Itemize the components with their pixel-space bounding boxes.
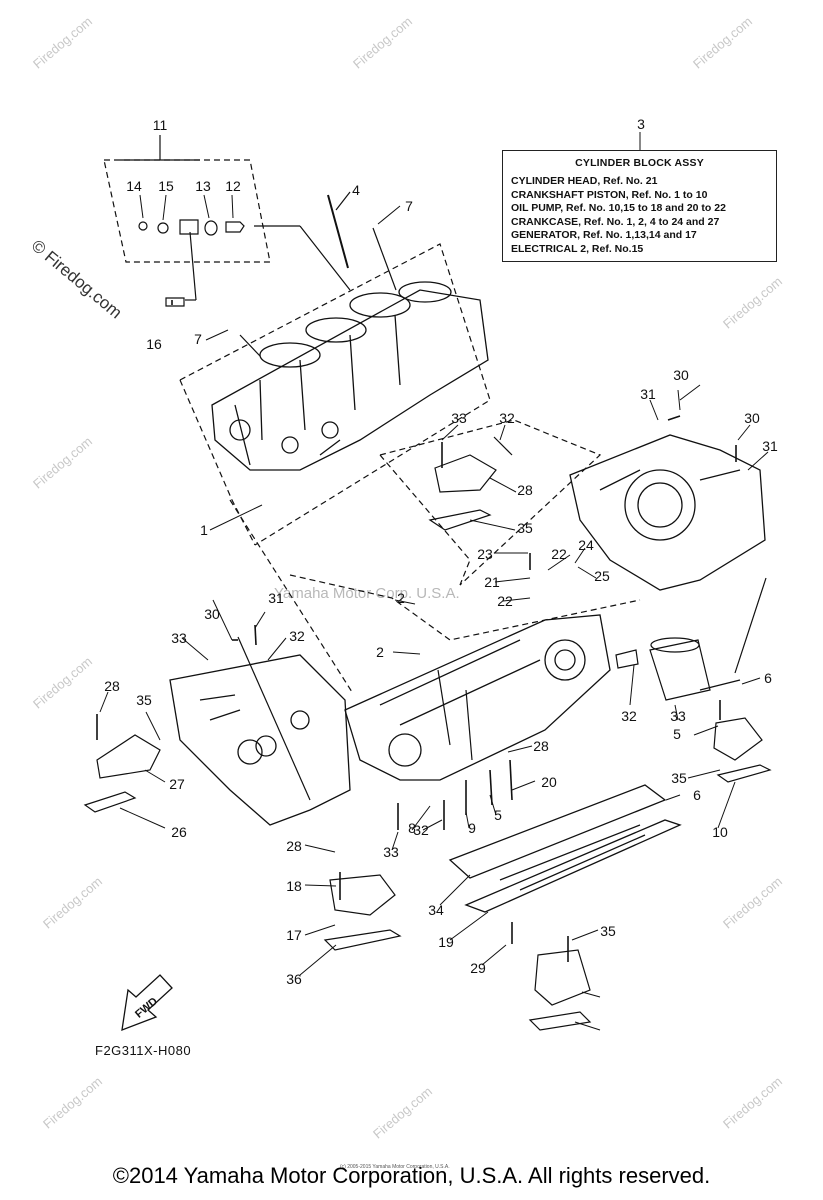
part-callout[interactable]: 23: [477, 546, 493, 562]
sensor-group-outline: [103, 159, 271, 263]
part-callout[interactable]: 33: [171, 630, 187, 646]
legend-title: CYLINDER BLOCK ASSY: [575, 157, 704, 169]
part-callout[interactable]: 5: [494, 807, 502, 823]
legend-ref-number: 3: [637, 116, 645, 132]
legend-row: CRANKCASE, Ref. No. 1, 2, 4 to 24 and 27: [511, 215, 720, 228]
part-callout[interactable]: 33: [670, 708, 686, 724]
part-callout[interactable]: 33: [383, 844, 399, 860]
part-callout[interactable]: 35: [671, 770, 687, 786]
crankcase-outline: [379, 419, 602, 586]
part-callout[interactable]: 18: [286, 878, 302, 894]
cylinder-block-outline: [179, 243, 491, 546]
part-callout[interactable]: 4: [352, 182, 360, 198]
part-callout[interactable]: 19: [438, 934, 454, 950]
part-callout[interactable]: 22: [551, 546, 567, 562]
fine-print: (c) 2005-2015 Yamaha Motor Corporation, …: [340, 1164, 450, 1170]
part-callout[interactable]: 16: [146, 336, 162, 352]
part-callout[interactable]: 1: [200, 522, 208, 538]
part-callout[interactable]: 32: [499, 410, 515, 426]
part-callout[interactable]: 7: [194, 331, 202, 347]
part-callout[interactable]: 36: [286, 971, 302, 987]
leader-lines: [99, 132, 769, 1031]
oil-pan: [448, 784, 682, 913]
part-callout[interactable]: 11: [152, 117, 168, 133]
part-callout[interactable]: 8: [408, 820, 416, 836]
part-callout[interactable]: 12: [225, 178, 241, 194]
part-callout[interactable]: 28: [517, 482, 533, 498]
part-callout[interactable]: 9: [468, 820, 476, 836]
center-watermark: Yamaha Motor Corp. U.S.A.: [274, 585, 460, 602]
part-callout[interactable]: 28: [104, 678, 120, 694]
mount-left: [83, 734, 161, 813]
mount-bottom: [323, 874, 592, 1031]
figure-code: F2G311X-H080: [95, 1043, 192, 1058]
part-callout[interactable]: 13: [195, 178, 211, 194]
part-callout[interactable]: 35: [517, 520, 533, 536]
part-callout[interactable]: 32: [289, 628, 305, 644]
mount-upper: [428, 436, 513, 531]
center-crankcase-outline: [289, 574, 641, 641]
part-callout[interactable]: 35: [136, 692, 152, 708]
part-callout[interactable]: 5: [673, 726, 681, 742]
part-callout[interactable]: 28: [286, 838, 302, 854]
part-callout[interactable]: 29: [470, 960, 486, 976]
part-callout[interactable]: 24: [578, 537, 594, 553]
legend-row: CYLINDER HEAD, Ref. No. 21: [511, 175, 658, 187]
crankcase-main: [344, 614, 611, 781]
legend-row: GENERATOR, Ref. No. 1,13,14 and 17: [511, 229, 697, 241]
part-callout[interactable]: 15: [158, 178, 174, 194]
part-callout[interactable]: 30: [673, 367, 689, 383]
legend-row: OIL PUMP, Ref. No. 10,15 to 18 and 20 to…: [511, 202, 726, 214]
part-callout[interactable]: 2: [376, 644, 384, 660]
part-callout[interactable]: 7: [405, 198, 413, 214]
part-callout[interactable]: 32: [621, 708, 637, 724]
assembly-legend: CYLINDER BLOCK ASSY CYLINDER HEAD, Ref. …: [502, 150, 777, 262]
part-callout[interactable]: 6: [764, 670, 772, 686]
part-callout[interactable]: 28: [533, 738, 549, 754]
part-callout[interactable]: 22: [497, 593, 513, 609]
legend-row: ELECTRICAL 2, Ref. No.15: [511, 242, 644, 255]
part-callout[interactable]: 21: [484, 574, 500, 590]
part-callout[interactable]: 31: [640, 386, 656, 402]
part-callout[interactable]: 32: [413, 822, 429, 838]
part-callout[interactable]: 2: [397, 590, 405, 606]
legend-row: CRANKSHAFT PISTON, Ref. No. 1 to 10: [511, 188, 708, 201]
part-callout[interactable]: 31: [268, 590, 284, 606]
part-callout[interactable]: 20: [541, 774, 557, 790]
cylinder-block: [211, 281, 489, 471]
part-callout[interactable]: 27: [169, 776, 185, 792]
part-callout[interactable]: 35: [600, 923, 616, 939]
part-callout[interactable]: 30: [744, 410, 760, 426]
part-callout[interactable]: 30: [204, 606, 220, 622]
copyright-notice: ©2014 Yamaha Motor Corporation, U.S.A. A…: [112, 1163, 711, 1188]
part-callout[interactable]: 14: [126, 178, 142, 194]
sensor-parts: [138, 219, 245, 307]
mount-right: [699, 679, 772, 783]
part-callout[interactable]: 31: [762, 438, 778, 454]
generator-cover: [569, 434, 766, 591]
part-callout[interactable]: 33: [451, 410, 467, 426]
part-callout[interactable]: 10: [712, 824, 728, 840]
forward-arrow-icon: [121, 974, 173, 1032]
part-callout[interactable]: 26: [171, 824, 187, 840]
part-callout[interactable]: 34: [428, 902, 444, 918]
part-callout[interactable]: 6: [693, 787, 701, 803]
part-callout[interactable]: 17: [286, 927, 302, 943]
part-callout[interactable]: 25: [594, 568, 610, 584]
left-crankcase: [169, 654, 351, 826]
oil-filter: [615, 637, 711, 701]
